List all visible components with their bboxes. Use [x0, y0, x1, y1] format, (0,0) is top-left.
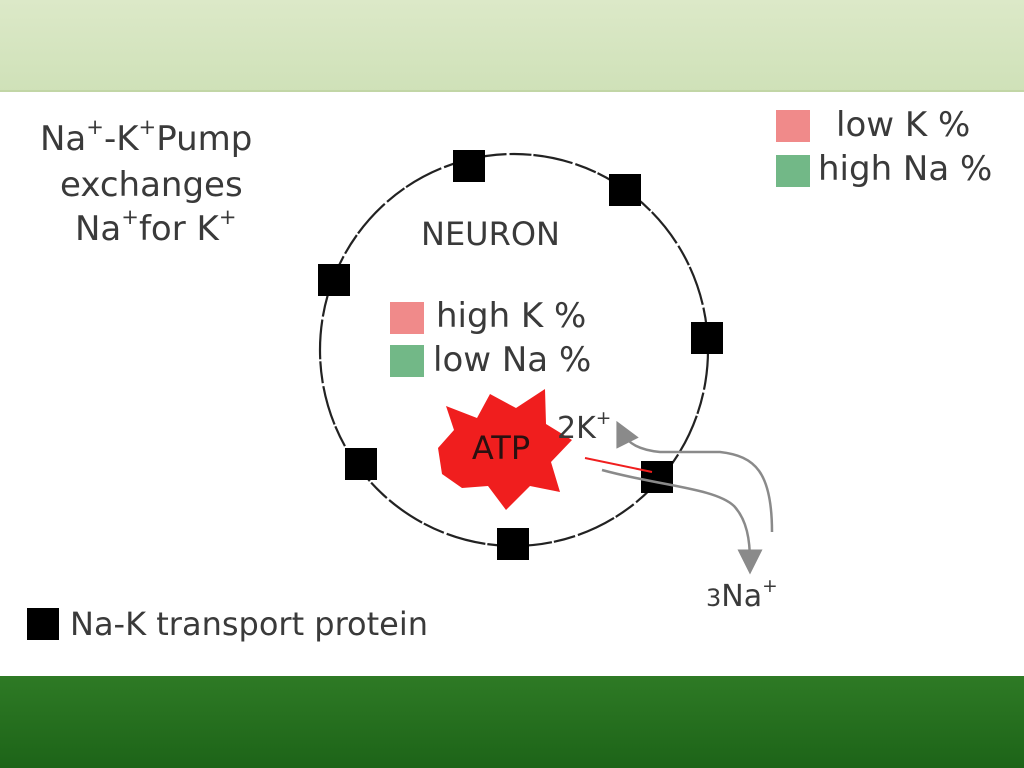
atp-connector-line — [584, 457, 653, 473]
inside-legend-swatch-na — [390, 345, 424, 377]
neuron-diagram: ATP — [318, 150, 774, 575]
na-ion-label: 3Na+ — [706, 576, 778, 614]
transport-protein — [609, 174, 641, 206]
inside-legend-label-k: high K % — [436, 296, 587, 336]
transport-protein — [497, 528, 529, 560]
atp-label: ATP — [472, 429, 530, 467]
header-band — [0, 0, 1024, 92]
transport-protein — [345, 448, 377, 480]
title-line-2: exchanges — [60, 165, 243, 205]
title-line-3: Na+for K+ — [75, 204, 237, 249]
footer-band — [0, 676, 1024, 768]
diagram-area: Na+-K+Pump exchanges Na+for K+ low K % h… — [0, 92, 1024, 676]
transport-protein — [318, 264, 350, 296]
transport-protein — [641, 461, 673, 493]
atp-burst — [438, 389, 572, 510]
inside-legend-label-na: low Na % — [433, 340, 592, 380]
neuron-label: NEURON — [421, 215, 560, 253]
inside-legend-swatch-k — [390, 302, 424, 334]
k-ion-label: 2K+ — [557, 408, 612, 446]
na-outward-arrow — [601, 468, 763, 575]
transport-protein — [453, 150, 485, 182]
title-line-1: Na+-K+Pump — [40, 114, 253, 159]
protein-legend-label: Na-K transport protein — [70, 605, 429, 643]
k-inward-arrow — [616, 420, 774, 533]
transport-protein — [691, 322, 723, 354]
outside-legend-label-k: low K % — [836, 105, 971, 145]
protein-legend-swatch — [27, 608, 59, 640]
outside-legend-swatch-na — [776, 155, 810, 187]
outside-legend-swatch-k — [776, 110, 810, 142]
outside-legend-label-na: high Na % — [818, 149, 993, 189]
